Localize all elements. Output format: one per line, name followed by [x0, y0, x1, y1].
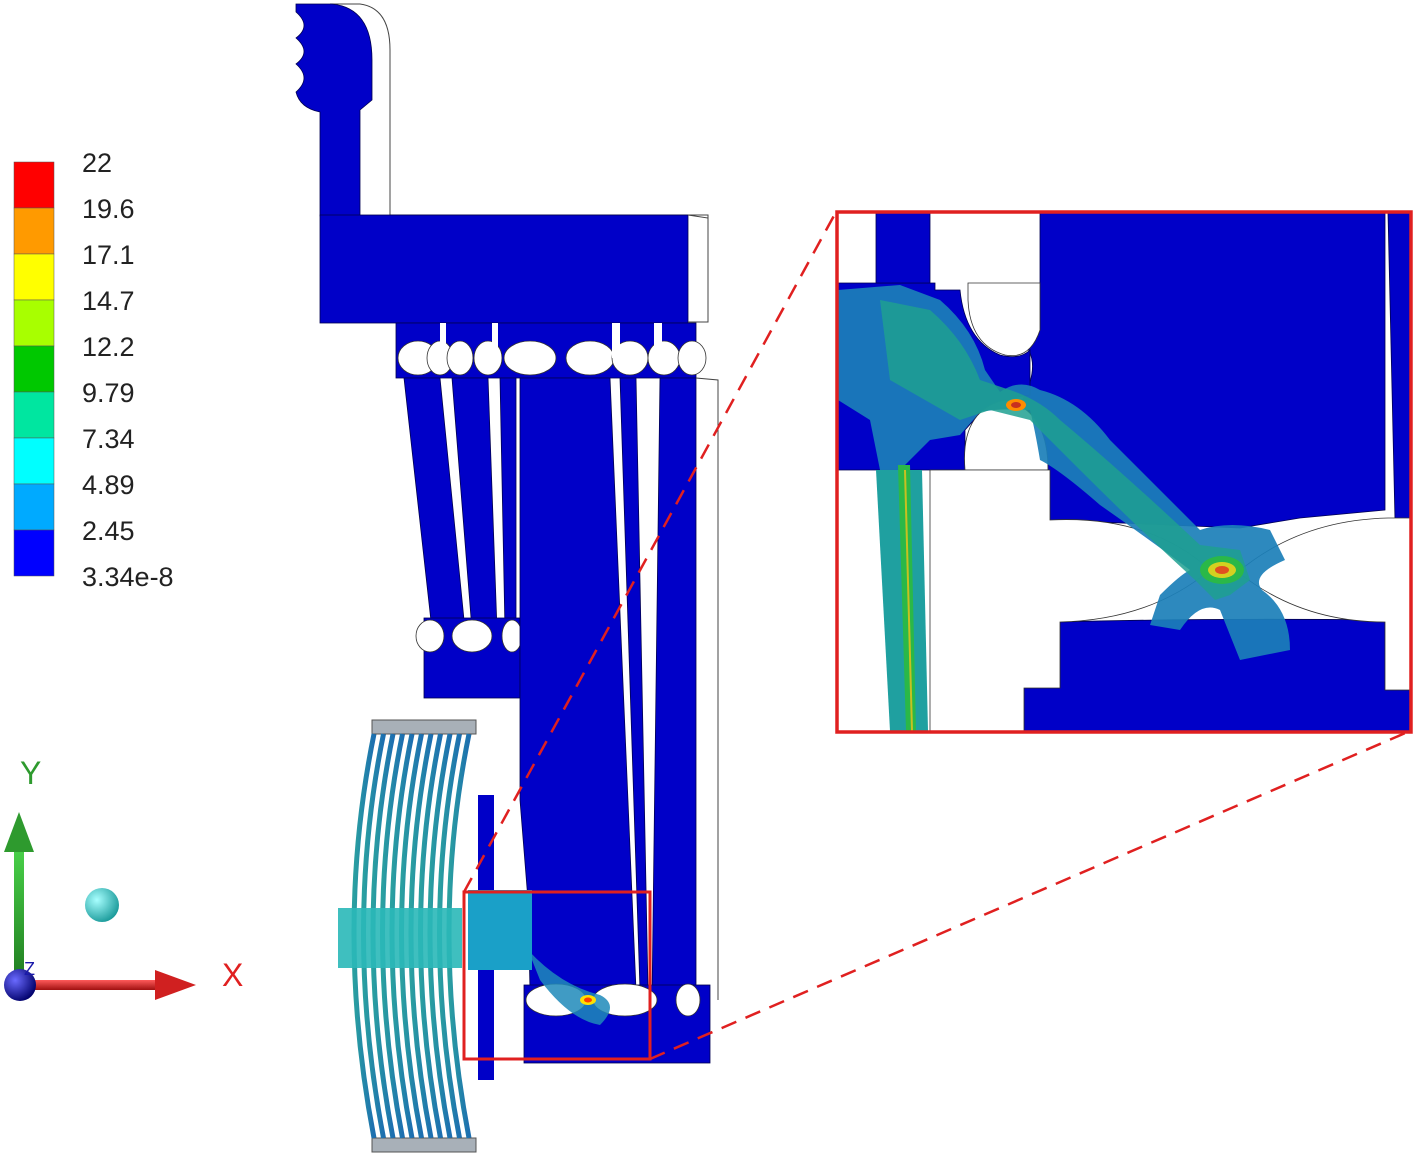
origin-sphere — [4, 969, 36, 1001]
detail-upper-hole — [967, 282, 1041, 357]
legend-swatch-1 — [13, 207, 55, 255]
legend-labels: 22 19.6 17.1 14.7 12.2 9.79 7.34 4.89 2.… — [82, 148, 174, 592]
legend-swatch-6 — [13, 437, 55, 485]
legend-swatch-3 — [13, 299, 55, 347]
y-axis-arrow — [4, 812, 34, 985]
legend-label-8: 2.45 — [82, 516, 135, 546]
main-stress-hotspot — [528, 950, 610, 1025]
top-block — [319, 214, 689, 324]
x-axis-label: X — [222, 957, 243, 993]
legend-swatch-5 — [13, 391, 55, 439]
legend-label-2: 17.1 — [82, 240, 135, 270]
top-tower — [295, 3, 373, 217]
detail-vertical-flexure — [876, 470, 928, 731]
legend-label-7: 4.89 — [82, 470, 135, 500]
upper-flexure-holes — [397, 340, 707, 376]
left-leg-3 — [499, 377, 517, 631]
detail-upper-block — [995, 213, 1386, 529]
axis-triad: Y X Z — [4, 755, 243, 1001]
zoom-source-box — [462, 890, 652, 1061]
legend-label-1: 19.6 — [82, 194, 135, 224]
contact-region — [468, 890, 532, 970]
legend-swatch-8 — [13, 529, 55, 577]
legend-label-9: 3.34e-8 — [82, 562, 174, 592]
rotation-center-sphere — [85, 888, 119, 922]
legend-label-6: 7.34 — [82, 424, 135, 454]
right-outer-body — [651, 377, 697, 1001]
zoom-leader-bottom — [649, 729, 1411, 1061]
detail-right-edge — [1387, 213, 1410, 521]
legend-swatch-7 — [13, 483, 55, 531]
legend-swatch-4 — [13, 345, 55, 393]
structure-model — [295, 3, 719, 1153]
legend-swatch-0 — [13, 161, 55, 209]
upper-slots — [440, 323, 662, 358]
deformation-outline — [330, 3, 709, 320]
detail-lower-block — [1023, 618, 1410, 731]
zoom-detail-frame — [835, 210, 1413, 734]
zoom-detail-panel — [835, 210, 1413, 734]
z-axis-label: Z — [24, 959, 35, 979]
legend-label-3: 14.7 — [82, 286, 135, 316]
detail-stress-band-inner — [880, 300, 1250, 600]
x-axis-arrow — [20, 970, 196, 1000]
zoom-indicator — [462, 211, 1411, 1061]
legend-swatch-2 — [13, 253, 55, 301]
legend-swatches — [13, 161, 55, 577]
legend-label-5: 9.79 — [82, 378, 135, 408]
detail-left-strip — [875, 213, 931, 284]
legend-label-4: 12.2 — [82, 332, 135, 362]
lower-left-holes — [415, 619, 523, 653]
legend-label-0: 22 — [82, 148, 112, 178]
spring-stack — [338, 719, 477, 1153]
color-legend: 22 19.6 17.1 14.7 12.2 9.79 7.34 4.89 2.… — [13, 148, 174, 592]
y-axis-label: Y — [20, 755, 41, 791]
lower-base-holes — [525, 983, 701, 1017]
